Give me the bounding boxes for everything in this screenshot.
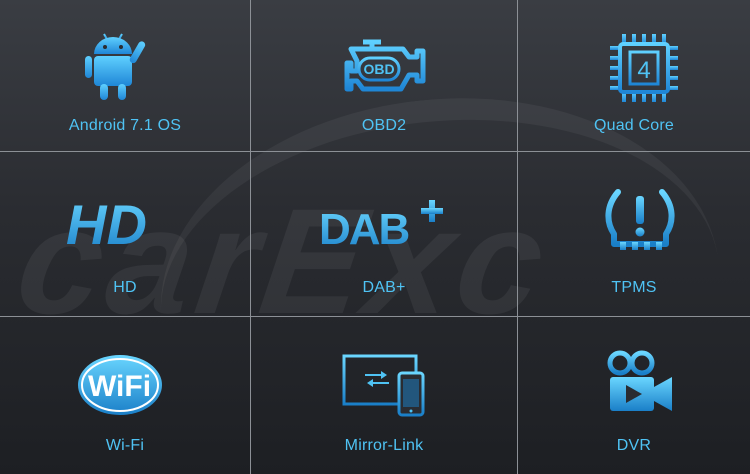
feature-label: DAB+ (362, 279, 406, 296)
feature-label: Wi-Fi (105, 437, 145, 454)
grid-divider (517, 0, 518, 474)
hd-icon: HD (66, 194, 147, 254)
feature-cell-dvr: DVR (518, 317, 750, 474)
grid-divider (0, 316, 750, 317)
dvr-camera-icon (607, 350, 672, 411)
feature-cell-mirror-link: Mirror-Link (251, 317, 517, 474)
hd-icon-text: HD (66, 194, 147, 254)
feature-label: OBD2 (361, 117, 407, 134)
feature-cell-dab: DAB DAB+ (251, 152, 517, 316)
feature-label: HD (113, 279, 137, 296)
obd-engine-icon: OBD (344, 39, 426, 92)
grid-divider (250, 0, 251, 474)
cpu-icon-text: 4 (637, 57, 650, 84)
feature-cell-obd2: OBD OBD2 (251, 0, 517, 151)
wifi-icon: WiFi (78, 355, 162, 415)
feature-label: Android 7.1 OS (68, 117, 182, 134)
feature-cell-quad-core: 4 Quad Core (518, 0, 750, 151)
obd-icon-text: OBD (363, 61, 394, 77)
feature-label: TPMS (611, 279, 657, 296)
feature-label: Mirror-Link (344, 437, 424, 454)
mirror-link-icon (342, 354, 425, 417)
cpu-chip-icon: 4 (610, 34, 678, 102)
android-icon (85, 33, 146, 100)
feature-cell-hd: HD HD (0, 152, 250, 316)
feature-label: Quad Core (593, 117, 675, 134)
tire-pressure-icon (605, 189, 675, 250)
dab-icon: DAB (319, 200, 443, 254)
feature-cell-android: Android 7.1 OS (0, 0, 250, 151)
feature-label: DVR (616, 437, 652, 454)
dab-icon-text: DAB (319, 205, 409, 254)
feature-cell-tpms: TPMS (518, 152, 750, 316)
grid-divider (0, 151, 750, 152)
wifi-icon-text: WiFi (88, 370, 151, 403)
feature-cell-wifi: WiFi Wi-Fi (0, 317, 250, 474)
